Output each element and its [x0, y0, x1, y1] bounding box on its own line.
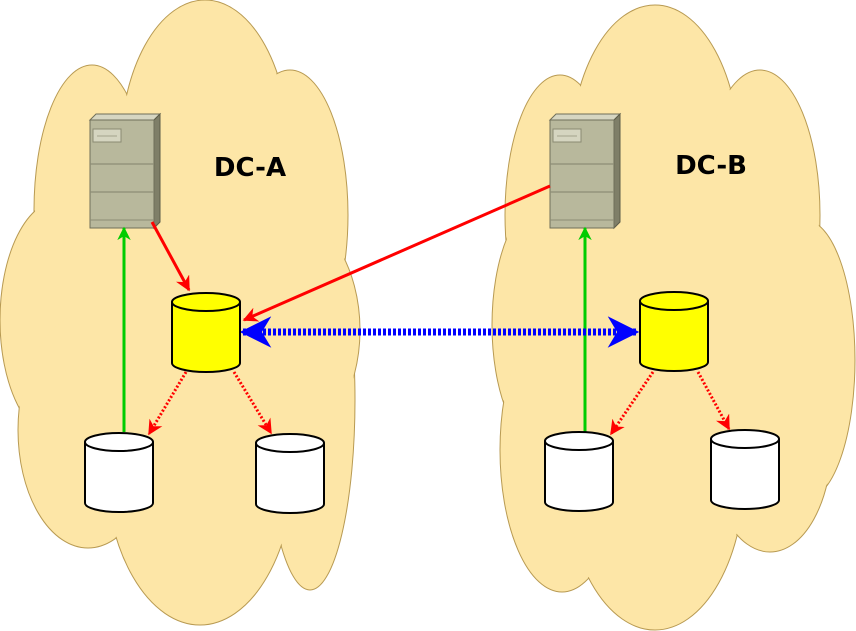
replication-arrow-dc-b-left — [609, 371, 655, 436]
database-cylinder-icon — [710, 429, 780, 510]
database-cylinder-icon — [544, 431, 614, 512]
cloud-dc-a-fill — [1, 1, 359, 624]
replication-arrow-dc-b-right — [696, 371, 731, 431]
database-cylinder-icon — [639, 291, 709, 372]
write-arrow-dc-a — [150, 221, 191, 292]
server-icon — [549, 113, 621, 229]
database-cylinder-icon — [171, 292, 241, 373]
database-cylinder-icon — [255, 433, 325, 514]
dc-b-label: DC-B — [675, 151, 747, 181]
database-cylinder-icon — [84, 432, 154, 513]
replication-arrow-dc-a-left — [147, 371, 188, 436]
dc-a-label: DC-A — [214, 153, 286, 183]
write-arrow-dc-b — [242, 184, 551, 322]
server-icon — [89, 113, 161, 229]
